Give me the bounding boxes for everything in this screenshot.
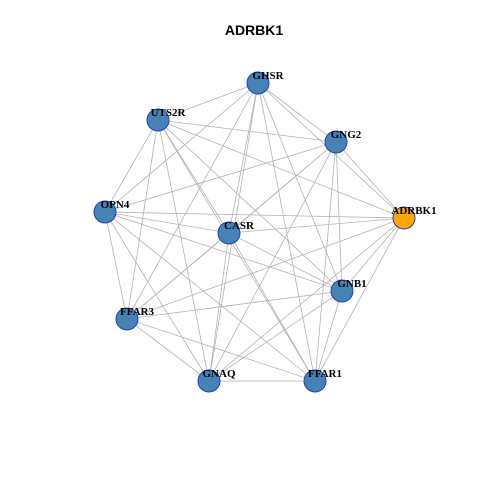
edge-ghsr-opn4: [104, 82, 259, 213]
edge-gnb1-gnaq: [208, 290, 343, 382]
edge-layer: [104, 82, 405, 382]
node-label-gnaq: GNAQ: [203, 368, 236, 380]
edge-uts2r-ffar3: [126, 119, 159, 320]
node-ffar1[interactable]: FFAR1: [303, 368, 342, 393]
edge-ghsr-casr: [228, 82, 259, 234]
edge-opn4-adrbk1: [104, 211, 405, 219]
node-ghsr[interactable]: GHSR: [246, 70, 285, 95]
edge-uts2r-opn4: [104, 119, 159, 213]
edge-ffar3-gnaq: [126, 318, 210, 382]
edge-ghsr-gnb1: [257, 82, 343, 292]
edge-opn4-gnb1: [104, 211, 343, 292]
node-circle-ffar3[interactable]: [115, 307, 139, 331]
edge-opn4-gnaq: [104, 211, 210, 382]
edge-gng2-adrbk1: [335, 141, 405, 219]
node-label-gnb1: GNB1: [337, 278, 366, 290]
edge-adrbk1-ffar3: [126, 217, 405, 320]
node-gng2[interactable]: GNG2: [324, 129, 362, 154]
edge-uts2r-gnb1: [157, 119, 343, 292]
edge-ghsr-uts2r: [157, 82, 259, 121]
edge-opn4-ffar1: [104, 211, 316, 382]
node-circle-ffar1[interactable]: [303, 369, 327, 393]
node-label-adrbk1: ADRBK1: [391, 205, 436, 217]
edge-adrbk1-casr: [228, 217, 405, 234]
node-gnaq[interactable]: GNAQ: [197, 368, 236, 393]
edge-gng2-ffar1: [314, 141, 337, 382]
edge-ghsr-ffar1: [257, 82, 316, 382]
node-circle-uts2r[interactable]: [146, 108, 170, 132]
node-label-gng2: GNG2: [331, 129, 362, 141]
edge-uts2r-ffar1: [157, 119, 316, 382]
node-label-casr: CASR: [224, 220, 255, 232]
edge-adrbk1-gnb1: [341, 217, 405, 292]
edge-casr-gnb1: [228, 232, 343, 292]
edge-ffar3-ffar1: [126, 318, 316, 382]
node-label-ghsr: GHSR: [252, 70, 284, 82]
node-adrbk1[interactable]: ADRBK1: [391, 205, 437, 230]
node-gnb1[interactable]: GNB1: [330, 278, 367, 303]
node-label-uts2r: UTS2R: [151, 107, 187, 119]
edge-opn4-casr: [104, 211, 230, 234]
node-circle-ghsr[interactable]: [246, 71, 270, 95]
edge-gng2-opn4: [104, 141, 337, 213]
node-opn4[interactable]: OPN4: [93, 199, 130, 224]
edge-gng2-gnaq: [208, 141, 337, 382]
node-ffar3[interactable]: FFAR3: [115, 306, 155, 331]
edge-gnb1-ffar3: [126, 290, 343, 320]
edge-ghsr-ffar3: [126, 82, 259, 320]
edge-uts2r-gng2: [157, 119, 337, 143]
edge-opn4-ffar3: [104, 211, 128, 320]
node-circle-casr[interactable]: [217, 221, 241, 245]
node-circle-gnb1[interactable]: [330, 279, 354, 303]
edge-casr-ffar1: [228, 232, 316, 382]
edge-adrbk1-gnaq: [208, 217, 405, 382]
node-circle-gng2[interactable]: [324, 130, 348, 154]
edge-uts2r-adrbk1: [157, 119, 405, 219]
node-label-ffar3: FFAR3: [120, 306, 155, 318]
edge-casr-ffar3: [126, 232, 230, 320]
edge-ghsr-gng2: [257, 82, 337, 143]
node-label-ffar1: FFAR1: [308, 368, 342, 380]
node-uts2r[interactable]: UTS2R: [146, 107, 187, 132]
node-circle-gnaq[interactable]: [197, 369, 221, 393]
node-circle-adrbk1[interactable]: [392, 206, 416, 230]
edge-adrbk1-ffar1: [314, 217, 405, 382]
node-label-opn4: OPN4: [101, 199, 130, 211]
edge-gnb1-ffar1: [314, 290, 343, 382]
edge-uts2r-gnaq: [157, 119, 210, 382]
node-circle-opn4[interactable]: [93, 200, 117, 224]
graph-title: ADRBK1: [225, 22, 284, 38]
node-casr[interactable]: CASR: [217, 220, 255, 245]
